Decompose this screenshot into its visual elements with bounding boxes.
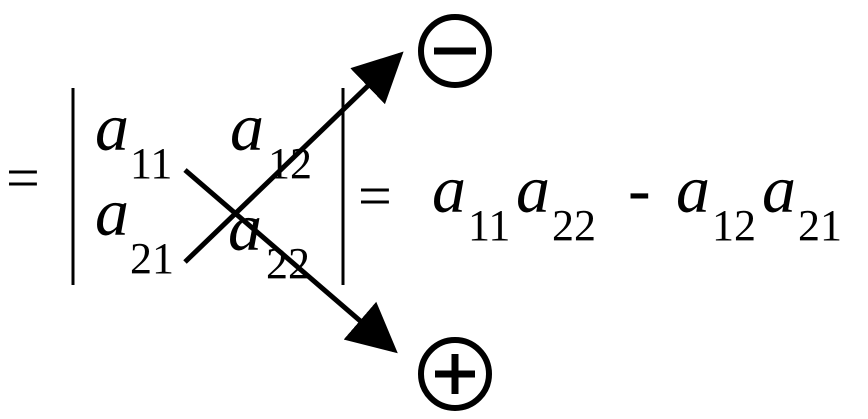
- minus-sign-badge: [418, 14, 492, 88]
- plus-sign-badge: [418, 337, 492, 411]
- result-a21-base: a: [762, 151, 796, 227]
- matrix-entry-a11: a 11: [95, 89, 172, 188]
- result-term-a11: a 11: [432, 151, 510, 250]
- matrix-a11-base: a: [95, 89, 129, 165]
- plus-circle: [418, 337, 492, 411]
- result-minus-operator: -: [628, 151, 651, 227]
- leading-equals: =: [6, 145, 40, 211]
- result-a11-sub: 11: [468, 201, 510, 250]
- matrix-a11-sub: 11: [130, 139, 172, 188]
- matrix-entry-a22: a 22: [228, 189, 310, 288]
- result-term-a22: a 22: [516, 151, 596, 250]
- matrix-entry-a21: a 21: [95, 174, 174, 283]
- result-a12-sub: 12: [712, 201, 756, 250]
- result-a21-sub: 21: [798, 201, 842, 250]
- main-diagonal-arrow: [183, 168, 398, 354]
- matrix-entry-a12: a 12: [230, 89, 312, 188]
- result-a12-base: a: [676, 151, 710, 227]
- result-a11-base: a: [432, 151, 466, 227]
- result-a22-base: a: [516, 151, 550, 227]
- result-term-a21: a 21: [762, 151, 842, 250]
- anti-diagonal-arrow: [183, 51, 404, 264]
- result-equals: =: [358, 163, 392, 229]
- matrix-a21-base: a: [95, 174, 129, 250]
- matrix-a22-base: a: [228, 189, 262, 265]
- result-term-a12: a 12: [676, 151, 756, 250]
- matrix-a12-base: a: [230, 89, 264, 165]
- result-a22-sub: 22: [552, 201, 596, 250]
- matrix-a21-sub: 21: [130, 234, 174, 283]
- minus-circle: [418, 14, 492, 88]
